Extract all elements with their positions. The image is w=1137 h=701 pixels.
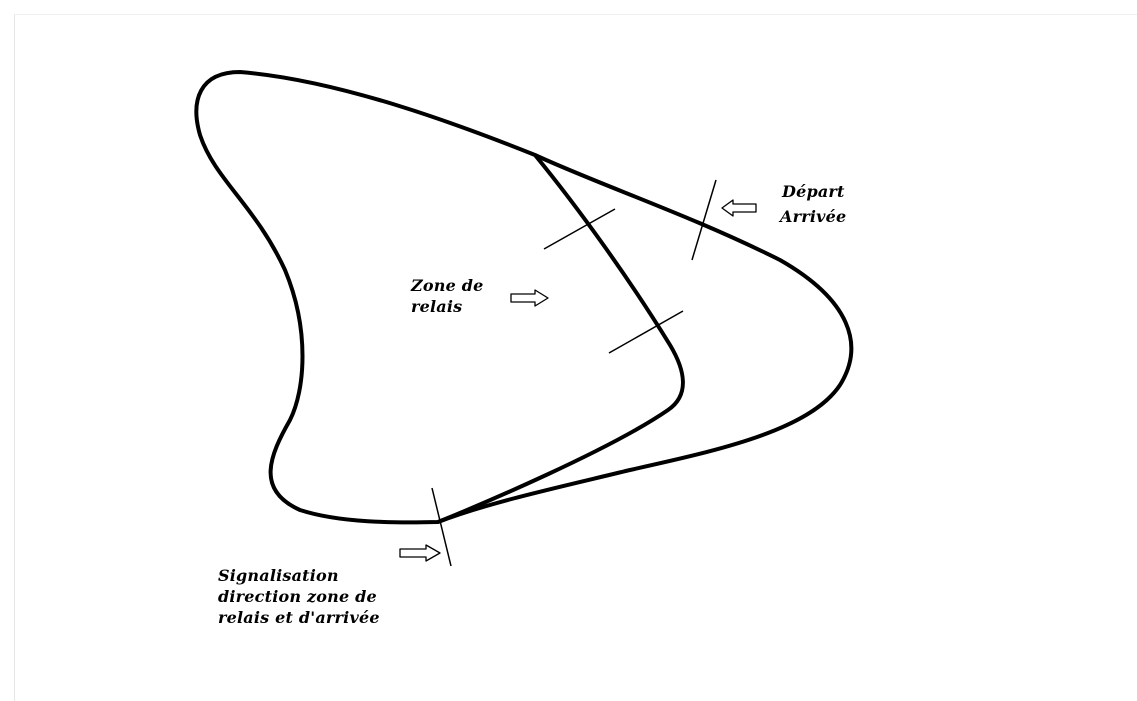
zone-line-1: Zone de xyxy=(411,276,484,295)
signal-line-3: relais et d'arrivée xyxy=(218,608,380,627)
frame-top-border xyxy=(14,14,1137,15)
depart-text: Départ xyxy=(782,182,845,201)
relay-zone-marker-top xyxy=(543,208,616,250)
arrivee-text: Arrivée xyxy=(780,207,847,226)
signal-line-2: direction zone de xyxy=(218,587,377,606)
relay-zone-marker-bottom xyxy=(608,310,684,354)
arrow-right-outline-icon xyxy=(399,544,441,562)
zone-line-2: relais xyxy=(411,297,463,316)
inner-loop xyxy=(194,70,685,525)
outer-loop xyxy=(437,153,854,524)
signal-direction-line xyxy=(431,487,452,567)
signal-direction-label: Signalisation direction zone de relais e… xyxy=(218,565,380,628)
frame-left-border xyxy=(14,14,15,701)
arrow-right-outline-icon xyxy=(510,289,549,307)
signal-line-1: Signalisation xyxy=(218,566,339,585)
start-finish-label: Départ Arrivée xyxy=(780,181,846,227)
start-finish-line xyxy=(691,179,717,261)
relay-zone-label: Zone de relais xyxy=(411,275,484,317)
arrow-left-outline-icon xyxy=(721,199,757,217)
